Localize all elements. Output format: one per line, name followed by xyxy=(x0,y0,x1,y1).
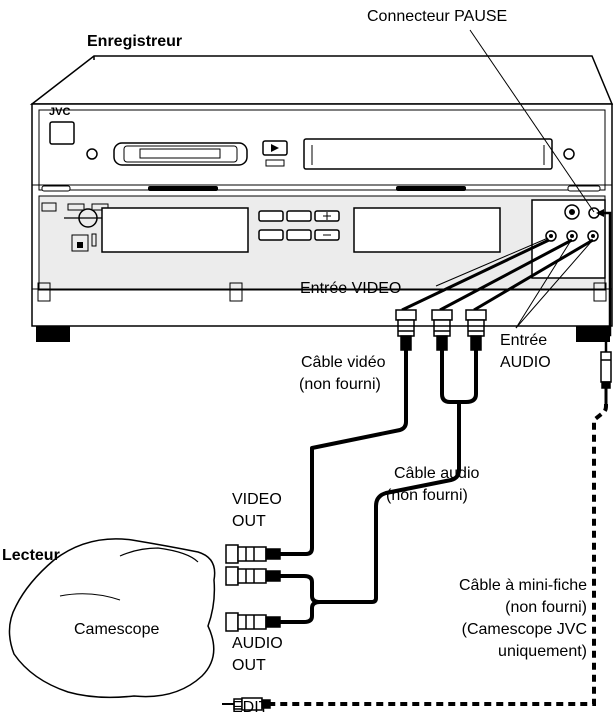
pause-wire xyxy=(596,209,612,352)
audio-out-label-1: AUDIO xyxy=(232,635,283,652)
camcorder-outline xyxy=(8,538,216,699)
tape-door xyxy=(303,138,553,170)
video-cable-label-2: (non fourni) xyxy=(299,376,381,393)
cables xyxy=(280,238,594,624)
audio-out-plug-r xyxy=(225,612,281,632)
edit-label: EDIT xyxy=(232,699,269,716)
power-button xyxy=(49,121,75,145)
player-label: Lecteur xyxy=(2,547,60,564)
video-out-label-1: VIDEO xyxy=(232,491,282,508)
audio-cable xyxy=(320,402,461,604)
video-out-label-2: OUT xyxy=(232,513,266,530)
audio-input-label-1: Entrée xyxy=(500,332,548,349)
display-right xyxy=(353,207,501,253)
video-input-label: Entrée VIDEO xyxy=(300,280,402,297)
brand-logo: JVC xyxy=(49,106,71,118)
audio-cable-label-2: (non fourni) xyxy=(386,487,468,504)
video-cable-label-1: Câble vidéo xyxy=(301,354,386,371)
video-out-plug xyxy=(225,544,281,564)
audio-out-plug-l xyxy=(225,566,281,586)
cassette-slot xyxy=(113,142,248,166)
mini-plug-top xyxy=(600,351,612,404)
rca-plugs-top xyxy=(395,309,487,351)
recorder-label: Enregistreur xyxy=(87,33,183,50)
mini-cable-label-1: Câble à mini-fiche xyxy=(458,577,587,594)
pause-connector-label: Connecteur PAUSE xyxy=(367,8,508,25)
audio-input-label-2: AUDIO xyxy=(500,354,551,371)
play-button xyxy=(262,140,288,156)
audio-out-label-2: OUT xyxy=(232,657,266,674)
video-cable xyxy=(280,350,408,556)
mini-plug-bottom xyxy=(222,697,271,711)
mini-cable-label-4: uniquement) xyxy=(498,643,587,660)
mini-plug-cable xyxy=(268,404,608,706)
video-in-jack xyxy=(545,230,557,242)
mini-cable-label-3: (Camescope JVC xyxy=(461,621,587,638)
camcorder-label: Camescope xyxy=(74,621,160,638)
rca-plugs-bottom xyxy=(225,544,281,632)
audio-cable-label-1: Câble audio xyxy=(394,465,480,482)
s-video-jack xyxy=(564,204,580,220)
recorder-device xyxy=(29,55,614,342)
video-rca-plug xyxy=(395,309,417,351)
recorder-top xyxy=(29,55,614,105)
mini-cable-label-2: (non fourni) xyxy=(505,599,587,616)
display-left xyxy=(101,207,249,253)
audio-rca-plug-l xyxy=(431,309,453,351)
audio-rca-plug-r xyxy=(465,309,487,351)
